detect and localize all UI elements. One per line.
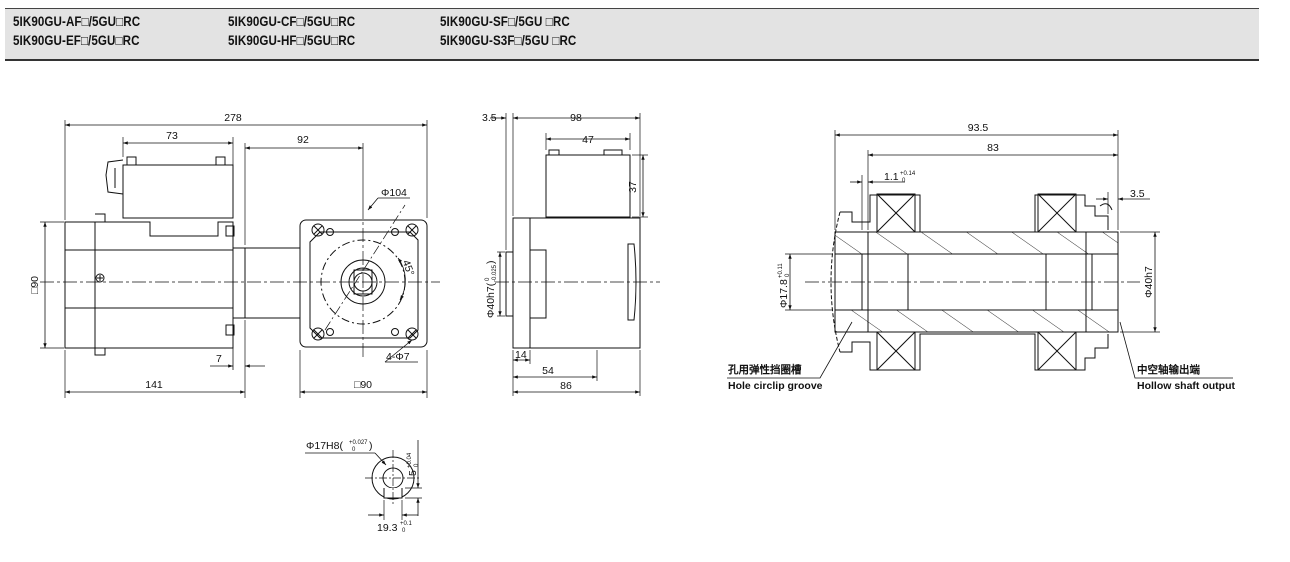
dim-shaft-inner: 83 <box>987 142 999 154</box>
label-output-en: Hollow shaft output <box>1137 380 1235 392</box>
model-header: 5IK90GU-AF□/5GU□RC 5IK90GU-CF□/5GU□RC 5I… <box>5 8 1259 61</box>
terminal-box <box>105 156 234 219</box>
dim-bore-tol-lower: 0 <box>785 273 791 277</box>
dim-key-width: 5 <box>407 470 419 476</box>
model-sf: 5IK90GU-SF□/5GU □RC <box>440 14 570 29</box>
dim-groove-width: 1.1 <box>884 171 899 183</box>
dim-pilot-tol-lower: -0.025 <box>492 264 498 282</box>
model-af: 5IK90GU-AF□/5GU□RC <box>13 14 141 29</box>
dim-key-height-tol-lower: 0 <box>402 528 406 534</box>
model-ef: 5IK90GU-EF□/5GU□RC <box>13 33 140 48</box>
dim-groove-tol-lower: 0 <box>902 178 906 184</box>
label-groove-en: Hole circlip groove <box>728 380 823 392</box>
dim-flange-thickness: 7 <box>216 353 222 365</box>
keyway-detail <box>305 440 422 520</box>
dim-keyway-bore-close: ) <box>369 440 373 452</box>
model-cf: 5IK90GU-CF□/5GU□RC <box>228 14 356 29</box>
mounting-hole-icons <box>311 223 419 341</box>
front-view <box>40 120 440 398</box>
dim-keyway-bore: Φ17H8( <box>306 440 343 452</box>
model-s3f: 5IK90GU-S3F□/5GU □RC <box>440 33 577 48</box>
front-view-labels: 278 73 92 Φ104 45° □90 7 4-Φ7 141 □90 <box>29 112 416 391</box>
dim-bore-tol-upper: +0.11 <box>778 263 784 278</box>
bearing-icons <box>876 193 1077 371</box>
gearhead-flange <box>299 219 428 348</box>
dim-shaft-bore: Φ17.8 <box>778 279 790 308</box>
dim-mounting-holes: 4-Φ7 <box>386 351 410 363</box>
dim-box-width: 47 <box>582 134 594 146</box>
dim-shaft-total: 93.5 <box>968 122 989 134</box>
dim-gearhead-length: 92 <box>297 134 309 146</box>
side-view-labels: 3.5 98 47 37 Φ40h7( 0 -0.025 ) 14 54 86 <box>482 112 639 392</box>
dim-pilot-tol-upper: 0 <box>485 277 491 281</box>
dim-key-height: 19.3 <box>377 522 398 534</box>
dim-angle: 45° <box>400 258 417 277</box>
side-view <box>490 113 660 396</box>
dim-key-height-tol-upper: +0.1 <box>400 521 413 527</box>
dim-pilot-close: ) <box>485 261 497 265</box>
dim-pilot: Φ40h7( <box>485 282 497 318</box>
shaft-section <box>727 130 1233 379</box>
shaft-section-labels: 93.5 83 1.1 +0.14 0 3.5 Φ17.8 +0.11 0 Φ4… <box>728 122 1235 392</box>
dim-keyway-bore-tol-upper: +0.027 <box>349 440 368 446</box>
dim-box-height: 37 <box>627 181 639 193</box>
dim-shaft-od: Φ40h7 <box>1143 266 1155 298</box>
label-groove-cn: 孔用弹性挡圈槽 <box>728 363 802 376</box>
dim-overall: 86 <box>560 380 572 392</box>
dim-offset: 3.5 <box>482 112 497 124</box>
dim-height: □90 <box>29 276 41 294</box>
label-output-cn: 中空轴输出端 <box>1137 363 1200 376</box>
dim-boss: 14 <box>515 349 527 361</box>
keyway-labels: Φ17H8( +0.027 0 ) 5 +0.04 0 19.3 +0.1 0 <box>306 440 420 534</box>
dim-key-tol-upper: +0.04 <box>407 452 413 468</box>
motor-body <box>64 213 235 356</box>
dim-pcd: Φ104 <box>381 187 407 199</box>
dim-body: 54 <box>542 365 554 377</box>
model-hf: 5IK90GU-HF□/5GU□RC <box>228 33 356 48</box>
dim-motor-length: 141 <box>145 379 163 391</box>
dim-keyway-bore-tol-lower: 0 <box>352 447 356 453</box>
dim-width: 98 <box>570 112 582 124</box>
dim-flange-square: □90 <box>354 379 372 391</box>
dim-groove-tol-upper: +0.14 <box>900 171 916 177</box>
dim-total-length: 278 <box>224 112 242 124</box>
dim-key-tol-lower: 0 <box>414 463 420 467</box>
dim-terminal-box: 73 <box>166 130 178 142</box>
dim-right-offset: 3.5 <box>1130 188 1145 200</box>
